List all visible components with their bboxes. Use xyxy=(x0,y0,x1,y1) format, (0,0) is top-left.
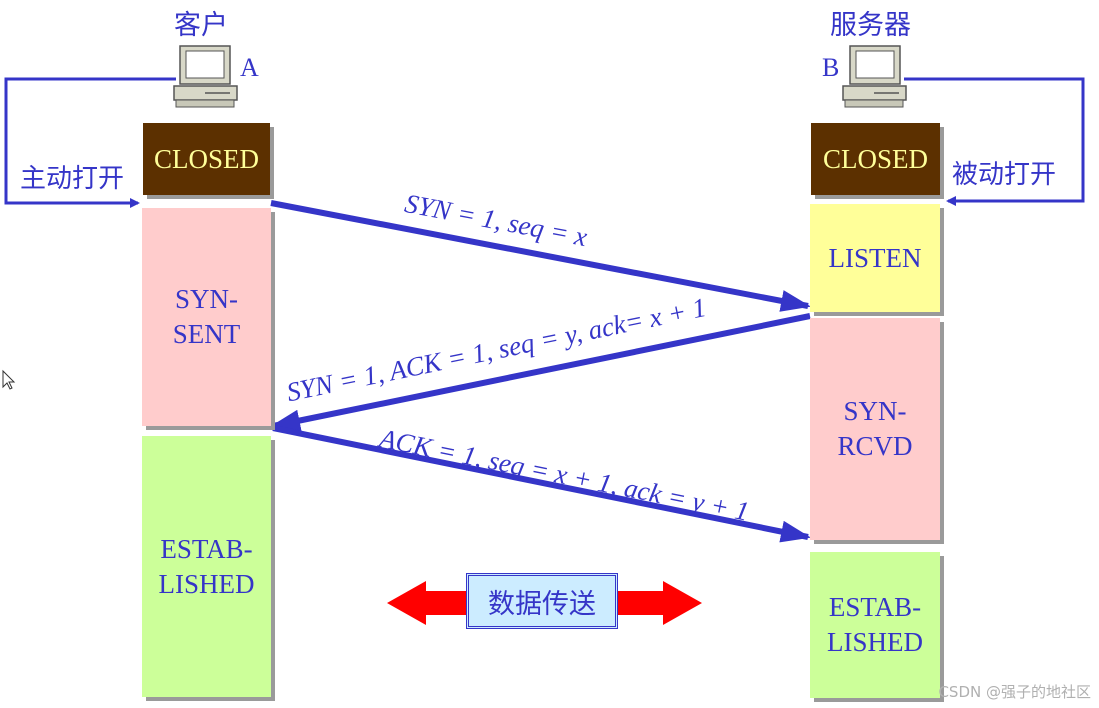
server-passive-open-label: 被动打开 xyxy=(952,160,1057,190)
server-title: 服务器 xyxy=(830,10,911,41)
syn-ack-arrow xyxy=(270,313,811,432)
data-transfer-left-arrow xyxy=(387,581,468,625)
watermark: CSDN @强子的地社区 xyxy=(938,683,1091,701)
server-id: B xyxy=(822,53,840,82)
server-state-closed: CLOSED xyxy=(811,123,940,195)
server-state-syn-rcvd: SYN- RCVD xyxy=(810,318,940,540)
data-transfer-label: 数据传送 xyxy=(466,573,618,629)
server-open-arrow xyxy=(904,77,1085,206)
client-open-arrow xyxy=(4,77,176,208)
client-state-closed: CLOSED xyxy=(143,123,270,195)
client-state-syn-sent: SYN- SENT xyxy=(142,208,271,426)
server-state-established: ESTAB- LISHED xyxy=(810,552,940,698)
client-active-open-label: 主动打开 xyxy=(20,164,125,194)
syn-arrow xyxy=(270,200,811,312)
client-computer-icon xyxy=(173,45,238,108)
mouse-cursor-icon xyxy=(2,369,16,390)
ack-arrow xyxy=(272,425,811,543)
client-state-established: ESTAB- LISHED xyxy=(142,436,271,697)
server-state-listen: LISTEN xyxy=(810,204,940,312)
client-title: 客户 xyxy=(174,10,228,41)
server-computer-icon xyxy=(842,45,907,108)
data-transfer-right-arrow xyxy=(617,581,702,625)
client-id: A xyxy=(240,53,259,82)
